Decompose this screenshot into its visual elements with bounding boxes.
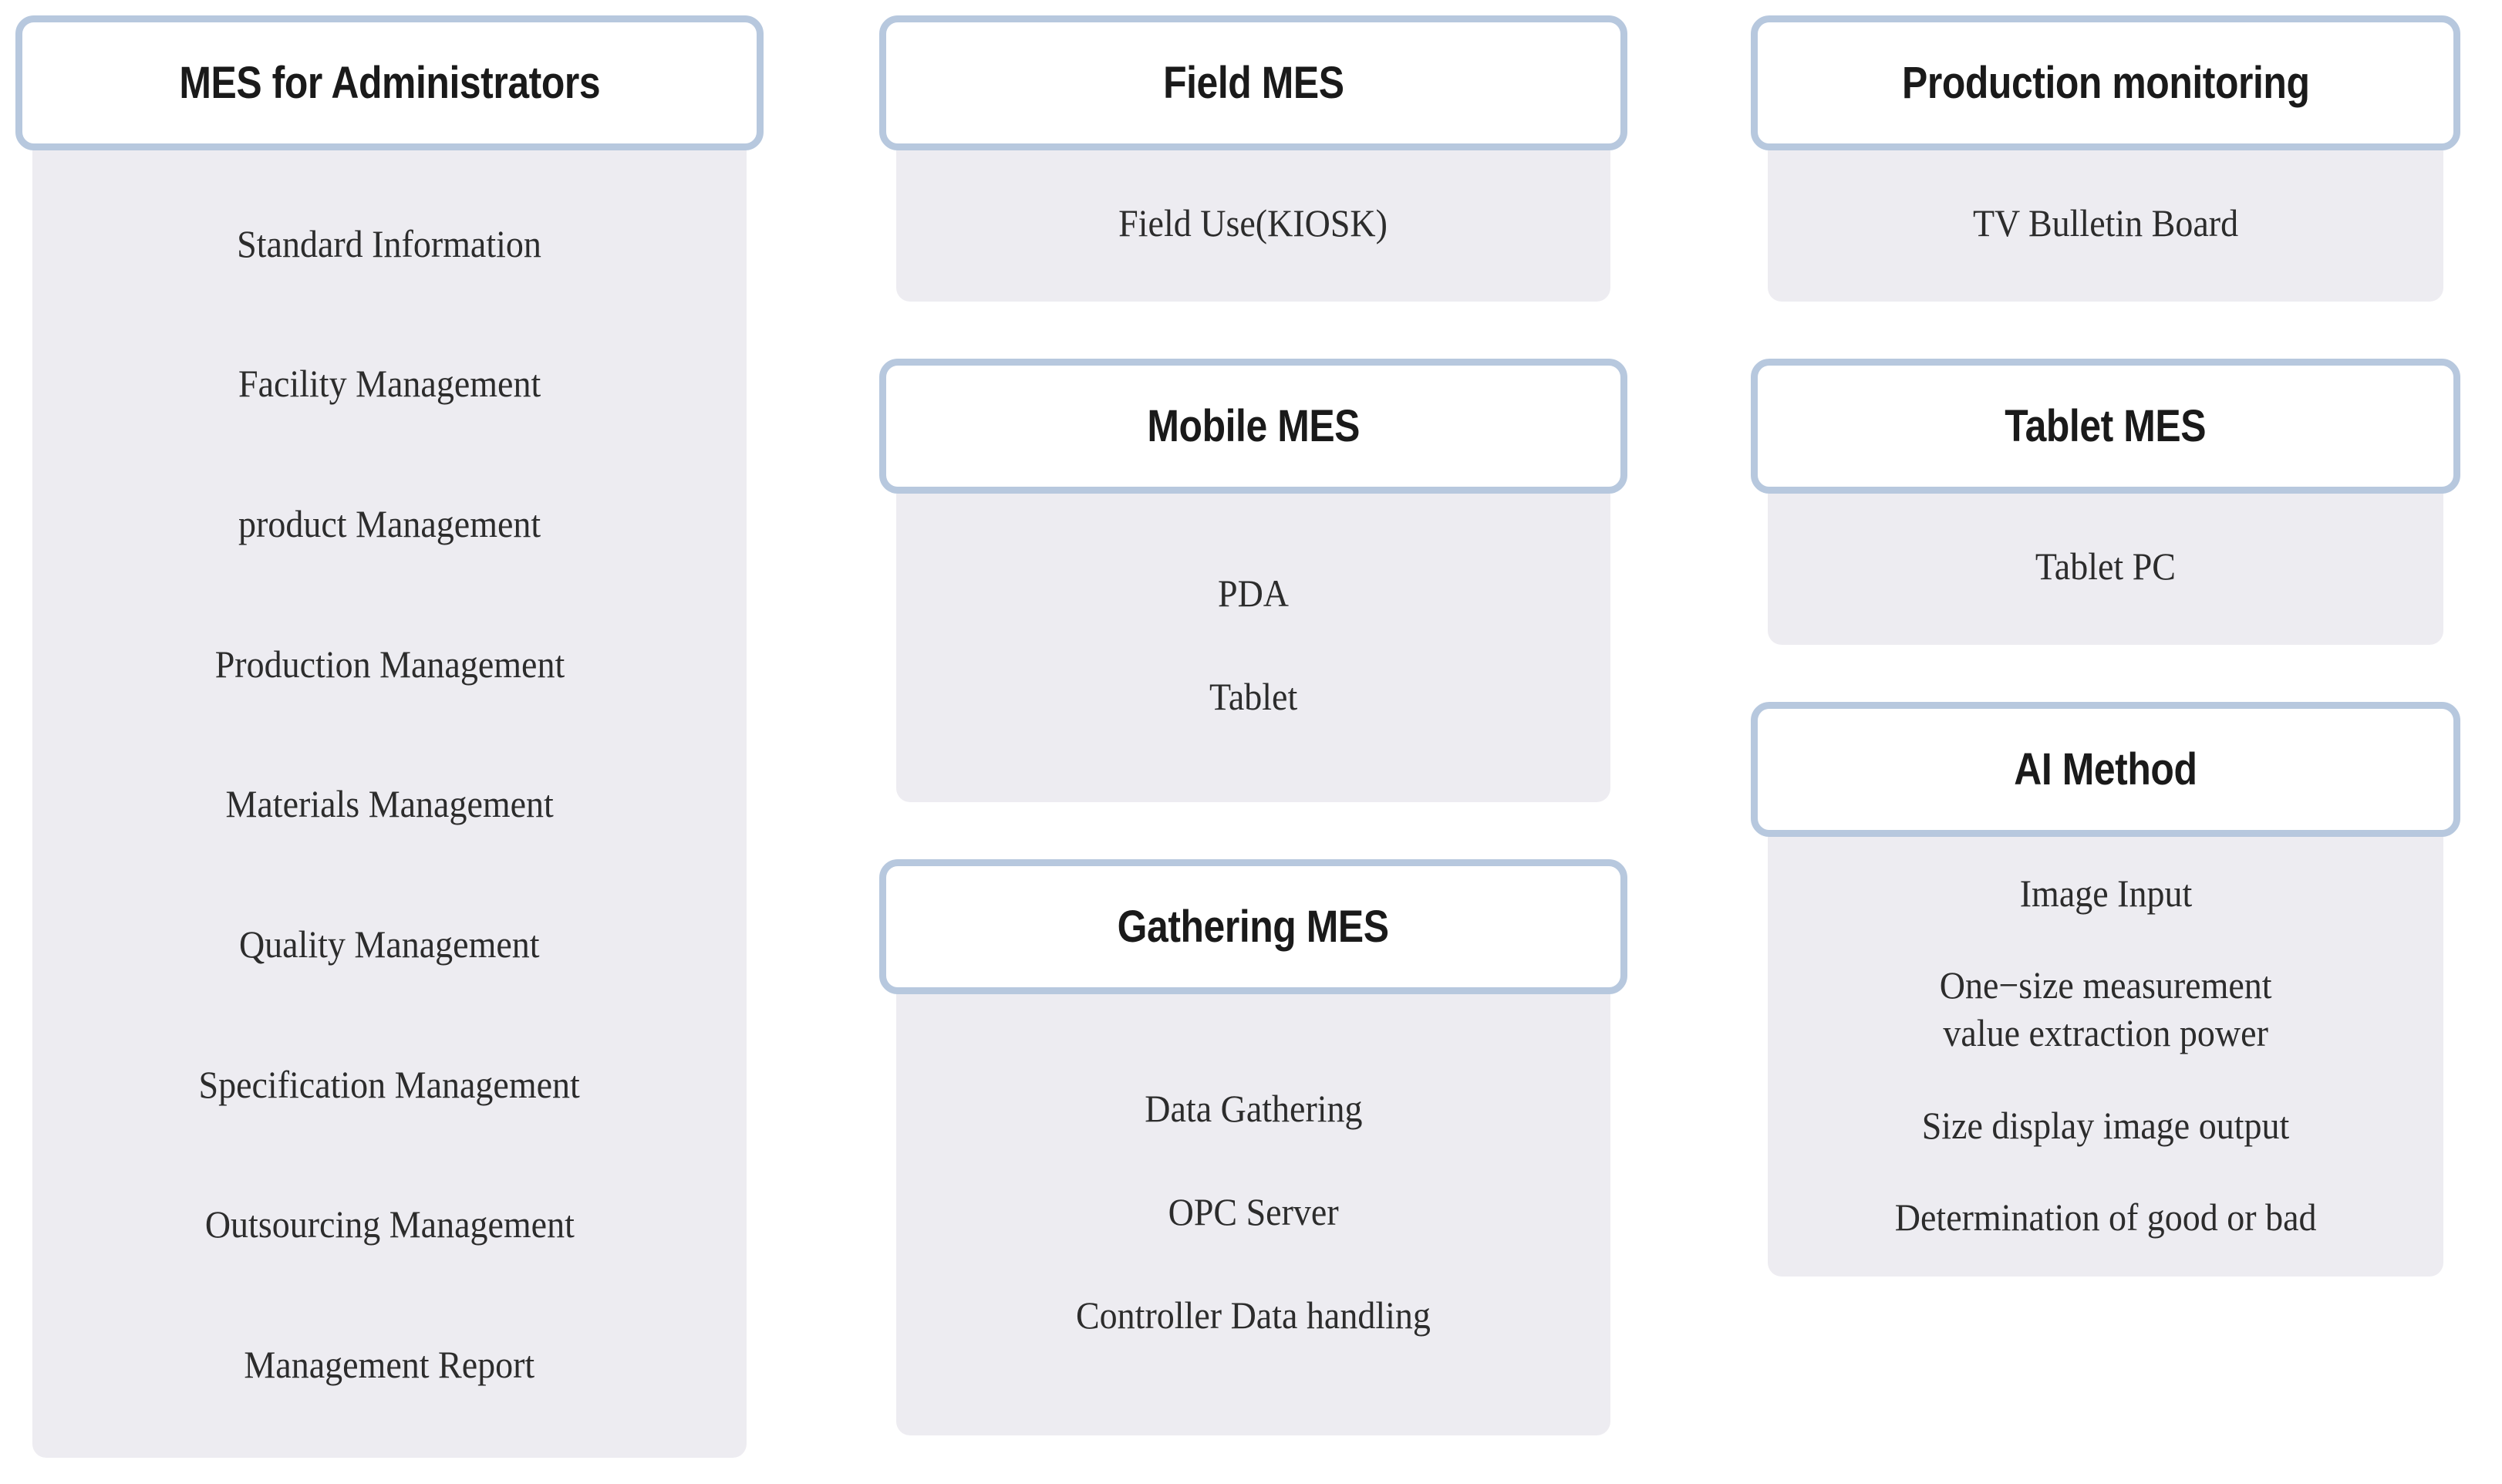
group-header-production-monitoring[interactable]: Production monitoring (1751, 15, 2460, 150)
group-header-gathering-mes[interactable]: Gathering MES (879, 859, 1627, 994)
group-title-field-mes: Field MES (1162, 58, 1344, 108)
column-administrators: MES for Administrators Standard Informat… (15, 15, 764, 1458)
group-title-mes-for-administrators: MES for Administrators (179, 58, 600, 108)
group-body-tablet-mes: Tablet PC (1768, 494, 2443, 645)
group-mobile-mes: Mobile MES PDA Tablet (879, 359, 1627, 802)
list-item[interactable]: Field Use(KIOSK) (1118, 201, 1388, 245)
group-title-mobile-mes: Mobile MES (1147, 401, 1360, 451)
group-title-tablet-mes: Tablet MES (2005, 401, 2207, 451)
group-header-mobile-mes[interactable]: Mobile MES (879, 359, 1627, 494)
group-gathering-mes: Gathering MES Data Gathering OPC Server … (879, 859, 1627, 1435)
list-item[interactable]: Size display image output (1921, 1103, 2290, 1147)
list-item[interactable]: Tablet (1209, 675, 1298, 718)
list-item[interactable]: Determination of good or bad (1894, 1195, 2317, 1239)
group-header-tablet-mes[interactable]: Tablet MES (1751, 359, 2460, 494)
group-body-gathering-mes: Data Gathering OPC Server Controller Dat… (896, 994, 1610, 1435)
list-item[interactable]: Standard Information (237, 221, 542, 265)
group-production-monitoring: Production monitoring TV Bulletin Board (1751, 15, 2460, 302)
group-body-mes-for-administrators: Standard Information Facility Management… (32, 150, 747, 1458)
list-item[interactable]: Materials Management (225, 782, 554, 826)
group-title-gathering-mes: Gathering MES (1118, 902, 1389, 952)
list-item[interactable]: Outsourcing Management (204, 1202, 575, 1246)
group-header-field-mes[interactable]: Field MES (879, 15, 1627, 150)
list-item[interactable]: Management Report (244, 1343, 535, 1387)
group-ai-method: AI Method Image Input One−size measureme… (1751, 702, 2460, 1277)
group-mes-for-administrators: MES for Administrators Standard Informat… (15, 15, 764, 1458)
column-monitoring-tablet-ai: Production monitoring TV Bulletin Board … (1751, 15, 2460, 1277)
group-field-mes: Field MES Field Use(KIOSK) (879, 15, 1627, 302)
group-title-production-monitoring: Production monitoring (1901, 58, 2310, 108)
group-body-mobile-mes: PDA Tablet (896, 494, 1610, 802)
group-body-ai-method: Image Input One−size measurement value e… (1768, 837, 2443, 1277)
group-body-production-monitoring: TV Bulletin Board (1768, 150, 2443, 302)
list-item[interactable]: Controller Data handling (1076, 1293, 1431, 1337)
group-header-mes-for-administrators[interactable]: MES for Administrators (15, 15, 764, 150)
group-tablet-mes: Tablet MES Tablet PC (1751, 359, 2460, 645)
list-item[interactable]: Facility Management (238, 362, 541, 406)
list-item[interactable]: Tablet PC (2035, 545, 2177, 588)
list-item[interactable]: Specification Management (198, 1062, 581, 1106)
list-item[interactable]: Data Gathering (1144, 1087, 1363, 1130)
group-title-ai-method: AI Method (2014, 744, 2197, 794)
group-header-ai-method[interactable]: AI Method (1751, 702, 2460, 837)
list-item[interactable]: Production Management (214, 642, 565, 686)
list-item[interactable]: TV Bulletin Board (1972, 201, 2239, 245)
list-item[interactable]: product Management (238, 502, 541, 546)
group-body-field-mes: Field Use(KIOSK) (896, 150, 1610, 302)
list-item[interactable]: One−size measurement value extraction po… (1939, 963, 2272, 1055)
column-field-mobile-gathering: Field MES Field Use(KIOSK) Mobile MES PD… (879, 15, 1627, 1435)
list-item[interactable]: OPC Server (1168, 1190, 1339, 1233)
list-item[interactable]: PDA (1217, 572, 1290, 615)
list-item[interactable]: Quality Management (239, 922, 540, 966)
list-item[interactable]: Image Input (2019, 872, 2192, 915)
